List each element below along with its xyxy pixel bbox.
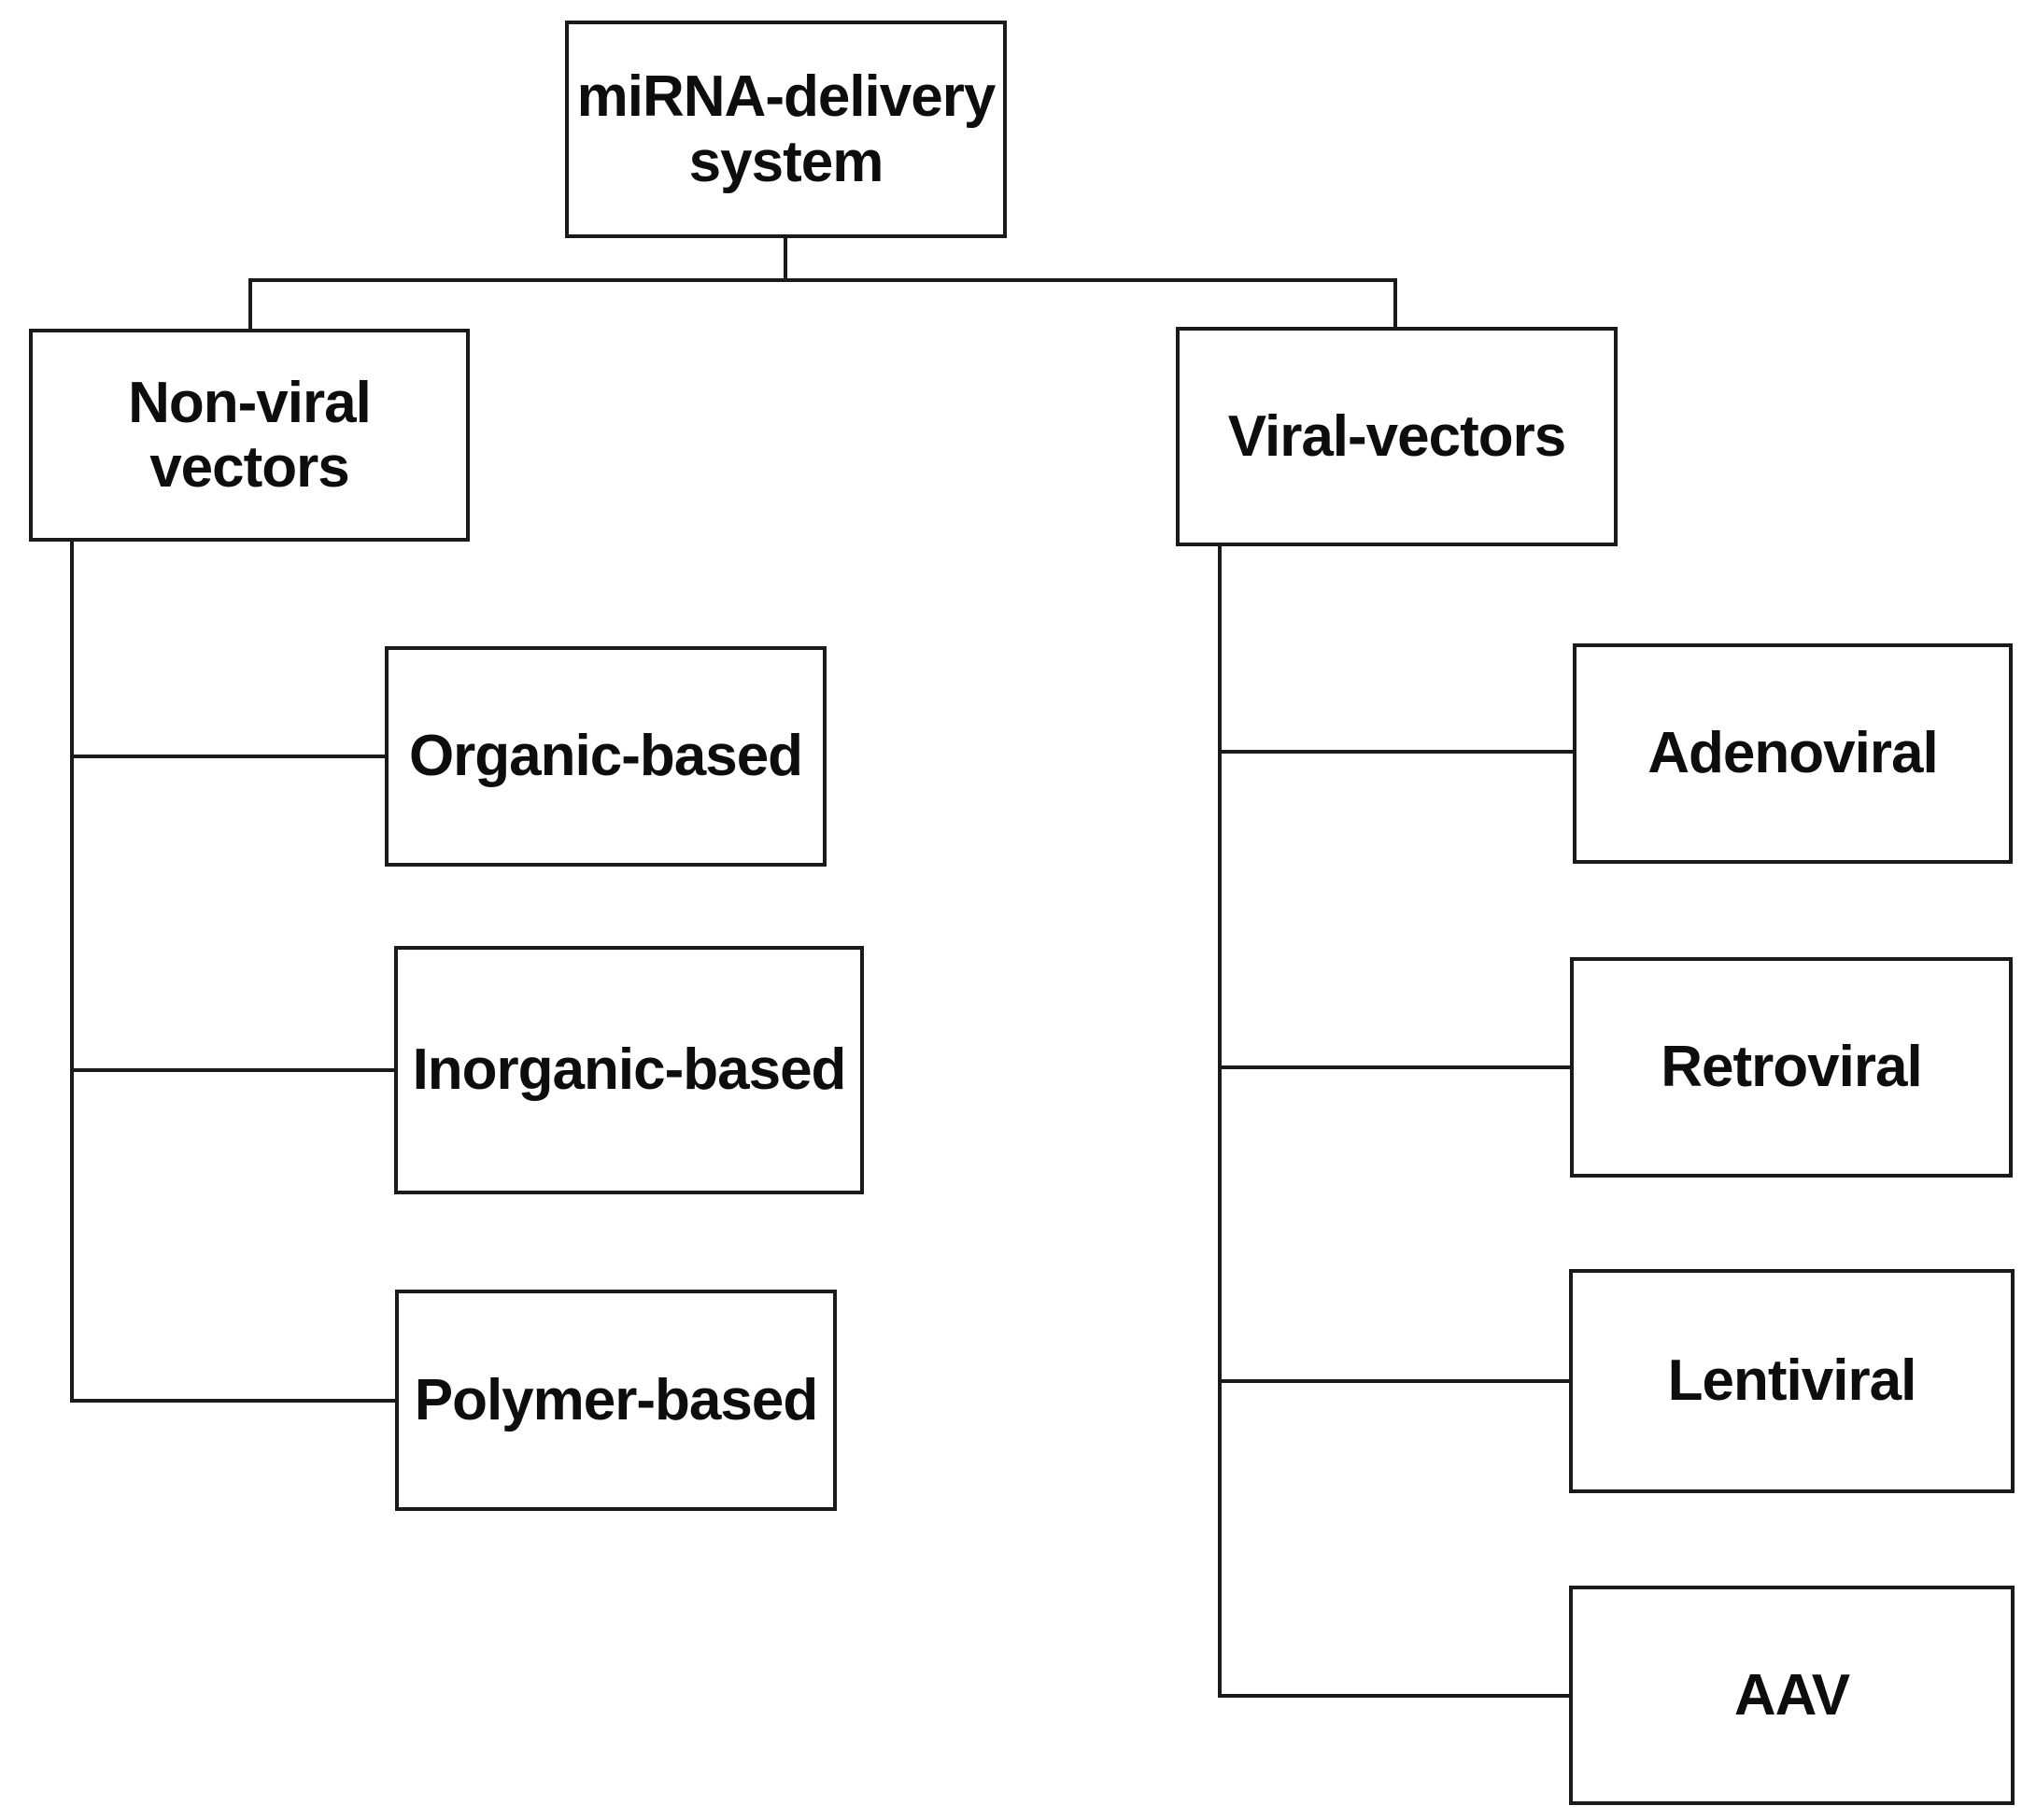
connector-branch-inorganic <box>70 1068 394 1072</box>
connector-trunk-viral <box>1218 544 1222 1696</box>
connector-drop-viral <box>1393 278 1397 331</box>
node-mirna-delivery-system: miRNA-delivery system <box>565 21 1007 238</box>
node-viral-vectors: Viral-vectors <box>1176 327 1618 546</box>
connector-drop-nonviral <box>248 278 252 332</box>
node-retroviral: Retroviral <box>1570 957 2013 1178</box>
connector-branch-organic <box>70 755 385 758</box>
node-organic-based: Organic-based <box>385 646 827 867</box>
connector-top-bus <box>248 278 1397 282</box>
node-polymer-based: Polymer-based <box>395 1290 837 1511</box>
connector-branch-retroviral <box>1218 1065 1570 1069</box>
node-lentiviral: Lentiviral <box>1569 1269 2015 1493</box>
connector-branch-adenoviral <box>1218 750 1573 754</box>
connector-branch-aav <box>1218 1694 1569 1698</box>
connector-root-stem <box>784 236 787 282</box>
connector-branch-polymer <box>70 1399 395 1403</box>
node-adenoviral: Adenoviral <box>1573 643 2013 864</box>
node-aav: AAV <box>1569 1586 2015 1805</box>
connector-trunk-nonviral <box>70 540 74 1403</box>
connector-branch-lentiviral <box>1218 1379 1569 1383</box>
node-inorganic-based: Inorganic-based <box>394 946 864 1194</box>
node-non-viral-vectors: Non-viral vectors <box>29 329 470 542</box>
